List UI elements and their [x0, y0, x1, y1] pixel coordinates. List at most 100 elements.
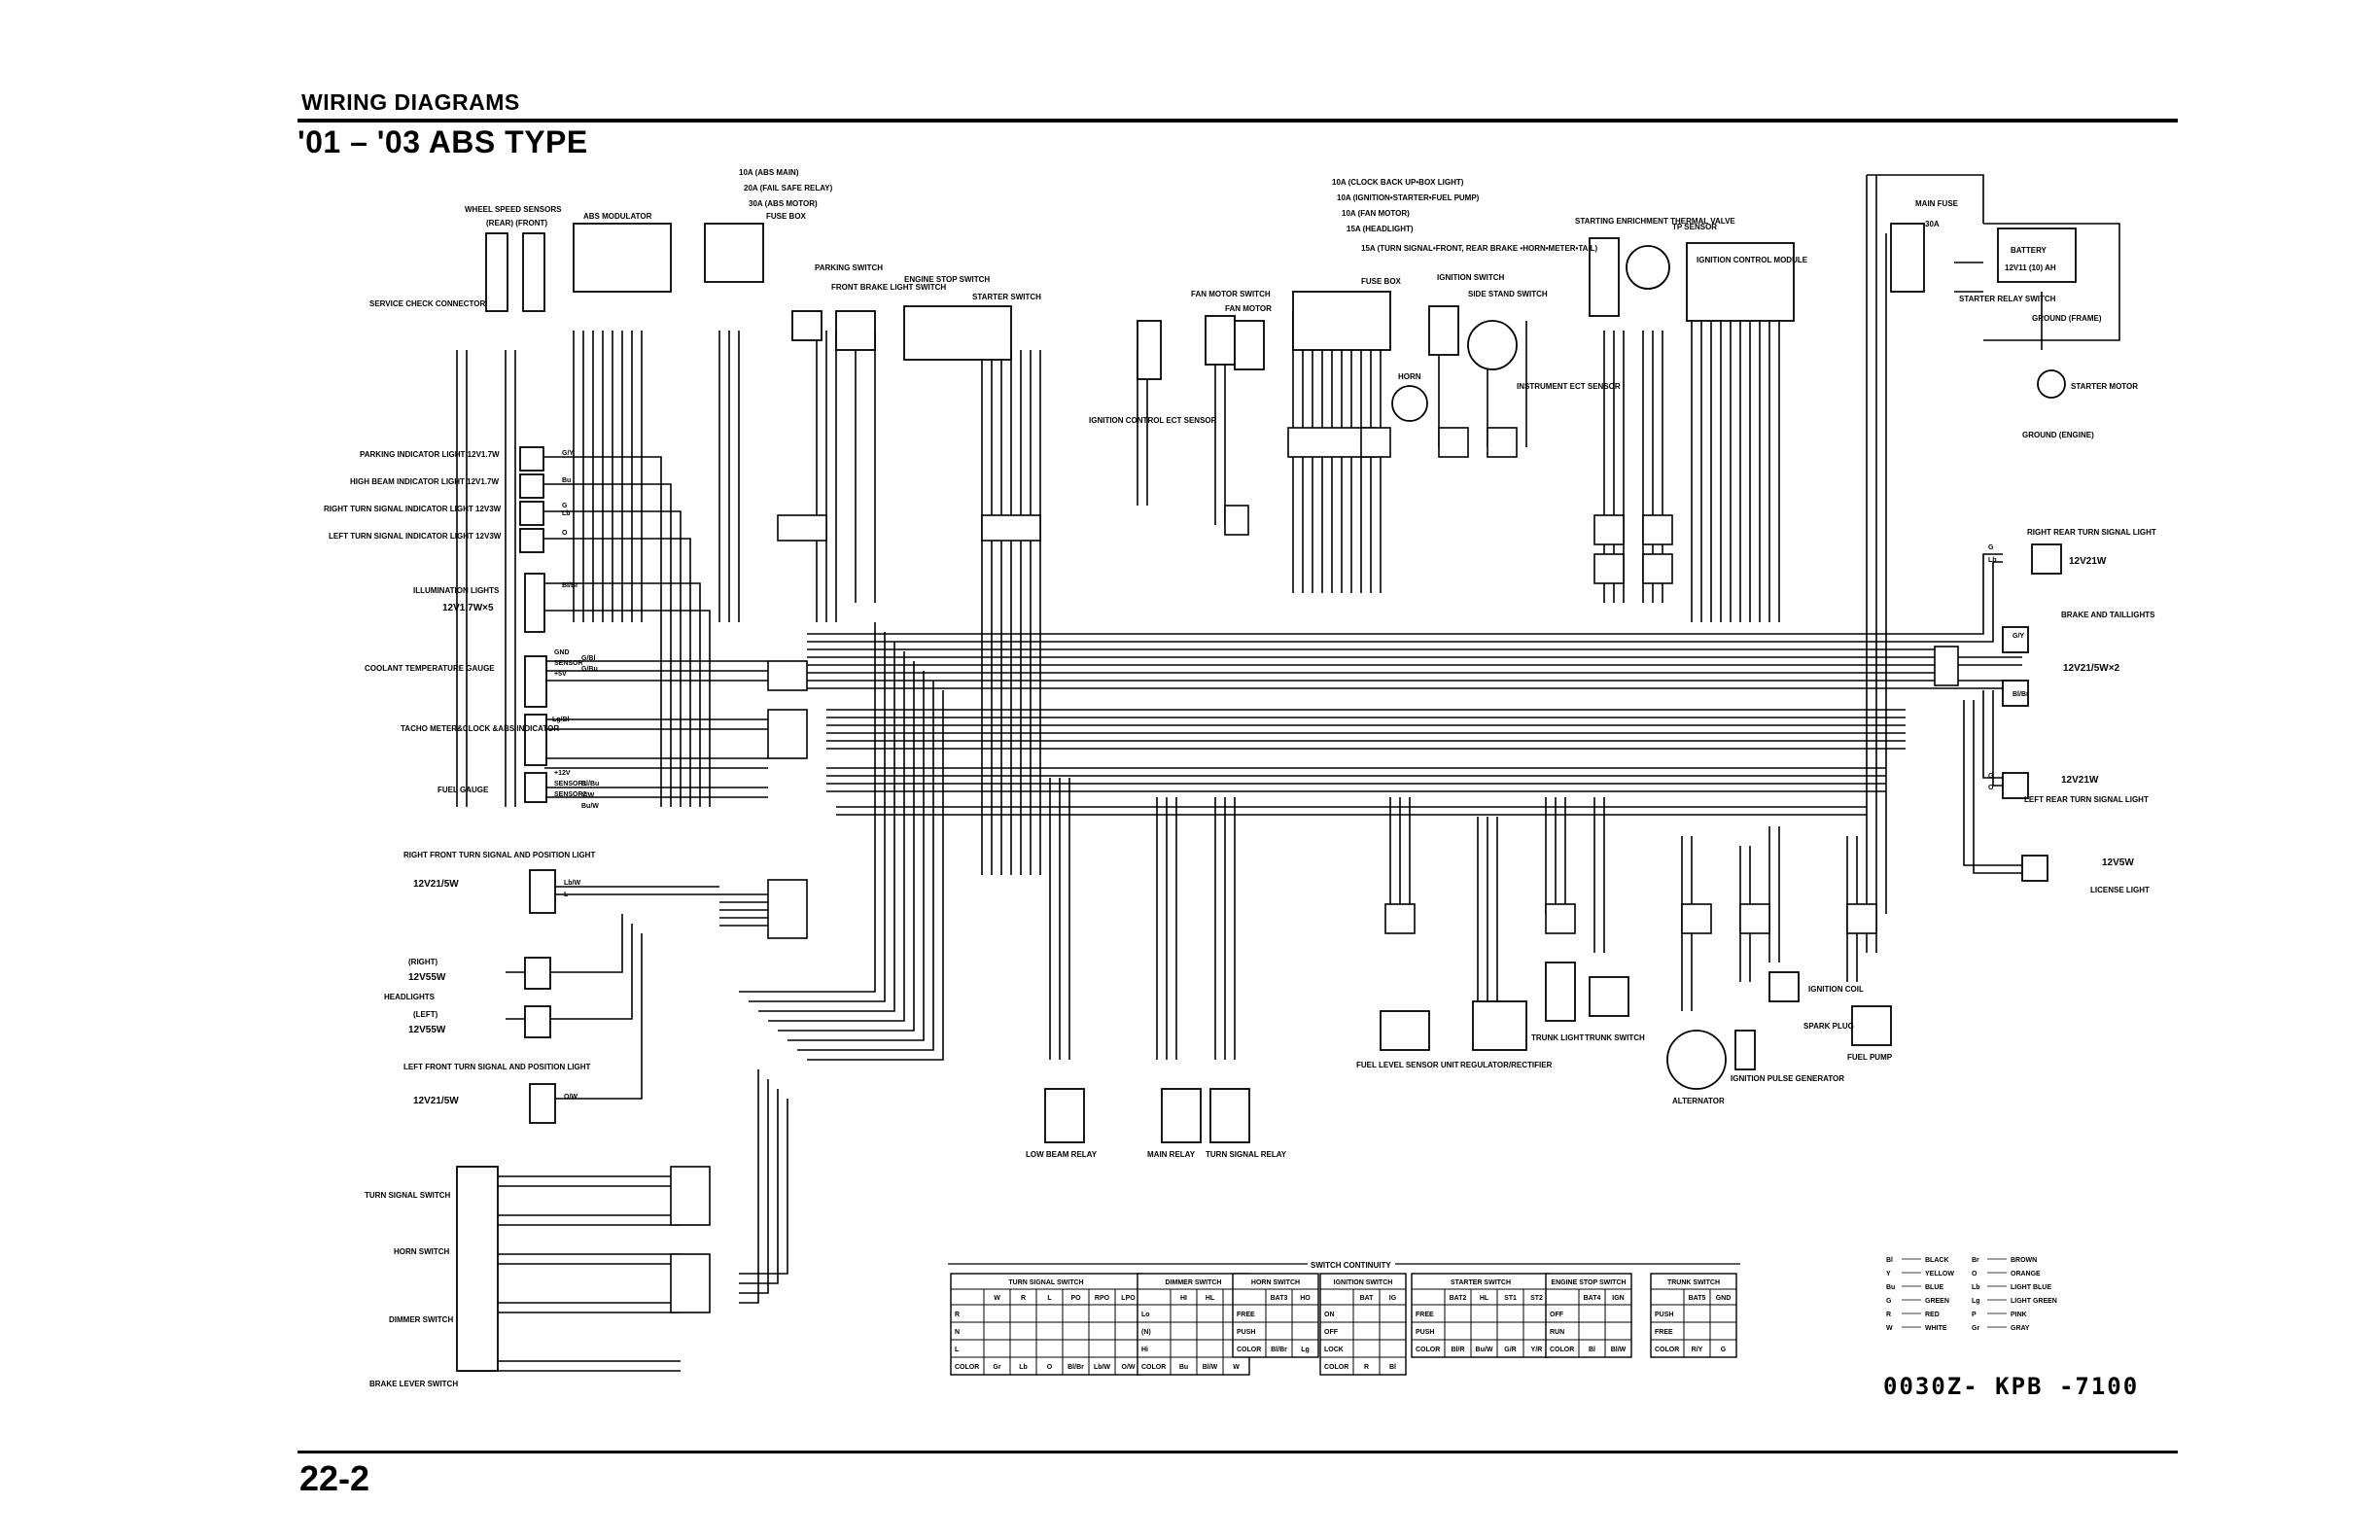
label-fuse-10a-clock: 10A (CLOCK BACK UP•BOX LIGHT)	[1332, 178, 1464, 187]
wire-label: O	[1988, 785, 1994, 791]
label-turn-signal-switch: TURN SIGNAL SWITCH	[365, 1191, 451, 1200]
label-ground-frame: GROUND (FRAME)	[2032, 314, 2102, 323]
continuity-col-header: LPO	[1121, 1295, 1136, 1302]
main-relay-body	[1161, 1088, 1202, 1143]
continuity-col-header: PO	[1070, 1295, 1081, 1302]
label-lr-spec: 12V21W	[2061, 775, 2099, 786]
fan-motor-body	[1234, 320, 1265, 370]
continuity-col-header: R	[1021, 1295, 1026, 1302]
color-key-name: LIGHT BLUE	[2011, 1284, 2051, 1291]
wire-label: G	[562, 503, 568, 509]
ignition-switch-body	[1428, 305, 1459, 356]
label-ect-sensor: IGNITION CONTROL ECT SENSOR	[1089, 416, 1217, 425]
wire-label: G/Bu	[581, 666, 598, 673]
trunk-switch-body	[1589, 976, 1629, 1017]
wire-label: Bl/Br	[2012, 691, 2029, 698]
page-title: '01 – '03 ABS TYPE	[298, 124, 588, 159]
continuity-color-cell: Lb/W	[1094, 1364, 1110, 1371]
wire-label: Bu/W	[581, 803, 599, 810]
label-headlight-spec-l: 12V55W	[408, 1025, 446, 1035]
main-fuse-body	[1890, 223, 1925, 293]
main-harness	[807, 633, 1935, 816]
wire-label: Lb	[562, 510, 571, 517]
continuity-color-cell: Y/R	[1531, 1347, 1543, 1353]
color-key-name: RED	[1925, 1312, 1940, 1318]
label-sensor2: SENSOR2	[554, 791, 587, 798]
wire-label: Lg/Bl	[552, 717, 570, 723]
label-spark-plug: SPARK PLUG	[1803, 1022, 1854, 1031]
components	[456, 223, 2077, 1372]
fuel-level-body	[1380, 1010, 1430, 1051]
connectors	[670, 427, 1959, 1313]
continuity-color-cell: O/W	[1122, 1364, 1136, 1371]
label-fan-motor: FAN MOTOR	[1225, 304, 1272, 313]
wire-label: Bl/Br	[562, 582, 578, 589]
label-brake-tail: BRAKE AND TAILLIGHTS	[2061, 611, 2155, 619]
thermal-valve-body	[1589, 237, 1620, 317]
ect-sensor-body	[1137, 320, 1162, 380]
label-battery: BATTERY	[2011, 246, 2048, 255]
label-headlight-right: (RIGHT)	[408, 958, 438, 966]
continuity-table-title: STARTER SWITCH	[1451, 1279, 1511, 1286]
continuity-col-header: IG	[1389, 1295, 1397, 1302]
continuity-color-cell: R	[1364, 1364, 1369, 1371]
rear-harness	[1935, 553, 2022, 874]
continuity-col-header: BAT	[1360, 1295, 1375, 1302]
continuity-row-label: OFF	[1550, 1312, 1564, 1318]
section-title: WIRING DIAGRAMS	[301, 89, 520, 115]
color-key-name: LIGHT GREEN	[2011, 1298, 2057, 1305]
label-rf-spec: 12V21/5W	[413, 879, 459, 890]
label-plus12v: +12V	[554, 770, 571, 777]
continuity-row-label: Hi	[1141, 1347, 1148, 1353]
battery-circuit	[1867, 174, 2120, 350]
label-fuse-10a-ign: 10A (IGNITION•STARTER•FUEL PUMP)	[1337, 193, 1480, 202]
label-right-rear-turn: RIGHT REAR TURN SIGNAL LIGHT	[2027, 528, 2156, 537]
continuity-row-label: COLOR	[1550, 1347, 1574, 1353]
page-number: 22-2	[299, 1458, 370, 1498]
wire-label: G	[1988, 773, 1994, 780]
color-key-name: YELLOW	[1925, 1271, 1954, 1278]
fuel-pump-body	[1851, 1005, 1892, 1046]
label-starter-motor: STARTER MOTOR	[2071, 382, 2138, 391]
wire-label: Y/W	[581, 792, 595, 799]
label-fuse-15a-head: 15A (HEADLIGHT)	[1347, 225, 1414, 233]
continuity-color-cell: Lb	[1019, 1364, 1028, 1371]
label-turn-relay: TURN SIGNAL RELAY	[1206, 1150, 1287, 1159]
label-fuse-30a: 30A (ABS MOTOR)	[749, 199, 818, 208]
tp-sensor-body	[1626, 245, 1670, 290]
label-parking-switch: PARKING SWITCH	[815, 263, 883, 272]
turn-relay-body	[1209, 1088, 1250, 1143]
wire-label: Lb	[1988, 557, 1997, 564]
wire-label: G/Bl	[581, 655, 595, 662]
color-key-code: Bu	[1886, 1284, 1895, 1291]
continuity-row-label: RUN	[1550, 1329, 1564, 1336]
lower-harness-drops	[1049, 778, 1858, 1060]
color-key-code: Gr	[1972, 1325, 1979, 1332]
header-rule	[298, 119, 2178, 122]
wire-label: G/Y	[2012, 633, 2024, 640]
label-fuel-level: FUEL LEVEL SENSOR UNIT	[1356, 1061, 1459, 1069]
continuity-table-title: HORN SWITCH	[1251, 1279, 1300, 1286]
fan-switch-body	[1205, 315, 1236, 366]
continuity-row-label: PUSH	[1237, 1329, 1255, 1336]
starter-motor-body	[2037, 369, 2066, 399]
label-left-rear-turn: LEFT REAR TURN SIGNAL LIGHT	[2024, 795, 2149, 804]
label-plus5v: +5V	[554, 671, 567, 678]
alternator-body	[1666, 1030, 1727, 1090]
ignition-coil-body	[1768, 971, 1800, 1002]
label-fuse-15a-turn: 15A (TURN SIGNAL•FRONT, REAR BRAKE •HORN…	[1361, 244, 1598, 253]
label-headlight-spec-r: 12V55W	[408, 972, 446, 983]
label-parking-indicator: PARKING INDICATOR LIGHT 12V1.7W	[360, 450, 500, 459]
continuity-color-cell: G/R	[1504, 1347, 1516, 1353]
fuse-box-1	[704, 223, 764, 283]
color-key-name: BLUE	[1925, 1284, 1943, 1291]
label-sensor1: SENSOR1	[554, 781, 587, 788]
abs-modulator	[573, 223, 672, 293]
continuity-color-cell: O	[1047, 1364, 1053, 1371]
continuity-color-cell: Bl/Br	[1271, 1347, 1287, 1353]
continuity-col-header: RPO	[1095, 1295, 1110, 1302]
continuity-row-label: (N)	[1141, 1329, 1151, 1336]
